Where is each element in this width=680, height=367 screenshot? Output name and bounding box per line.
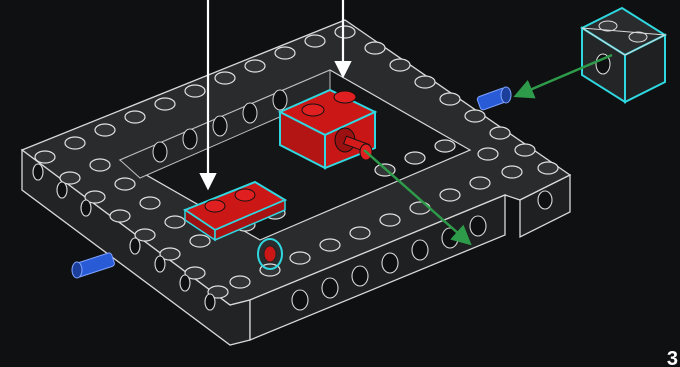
blue-connector-pin-icon-right: [477, 87, 511, 111]
step-number: 3: [667, 348, 678, 367]
blue-connector-pin-icon: [72, 252, 115, 278]
dark-technic-brick-1x2-icon: [582, 8, 665, 102]
technic-beam-frame: [22, 20, 570, 345]
